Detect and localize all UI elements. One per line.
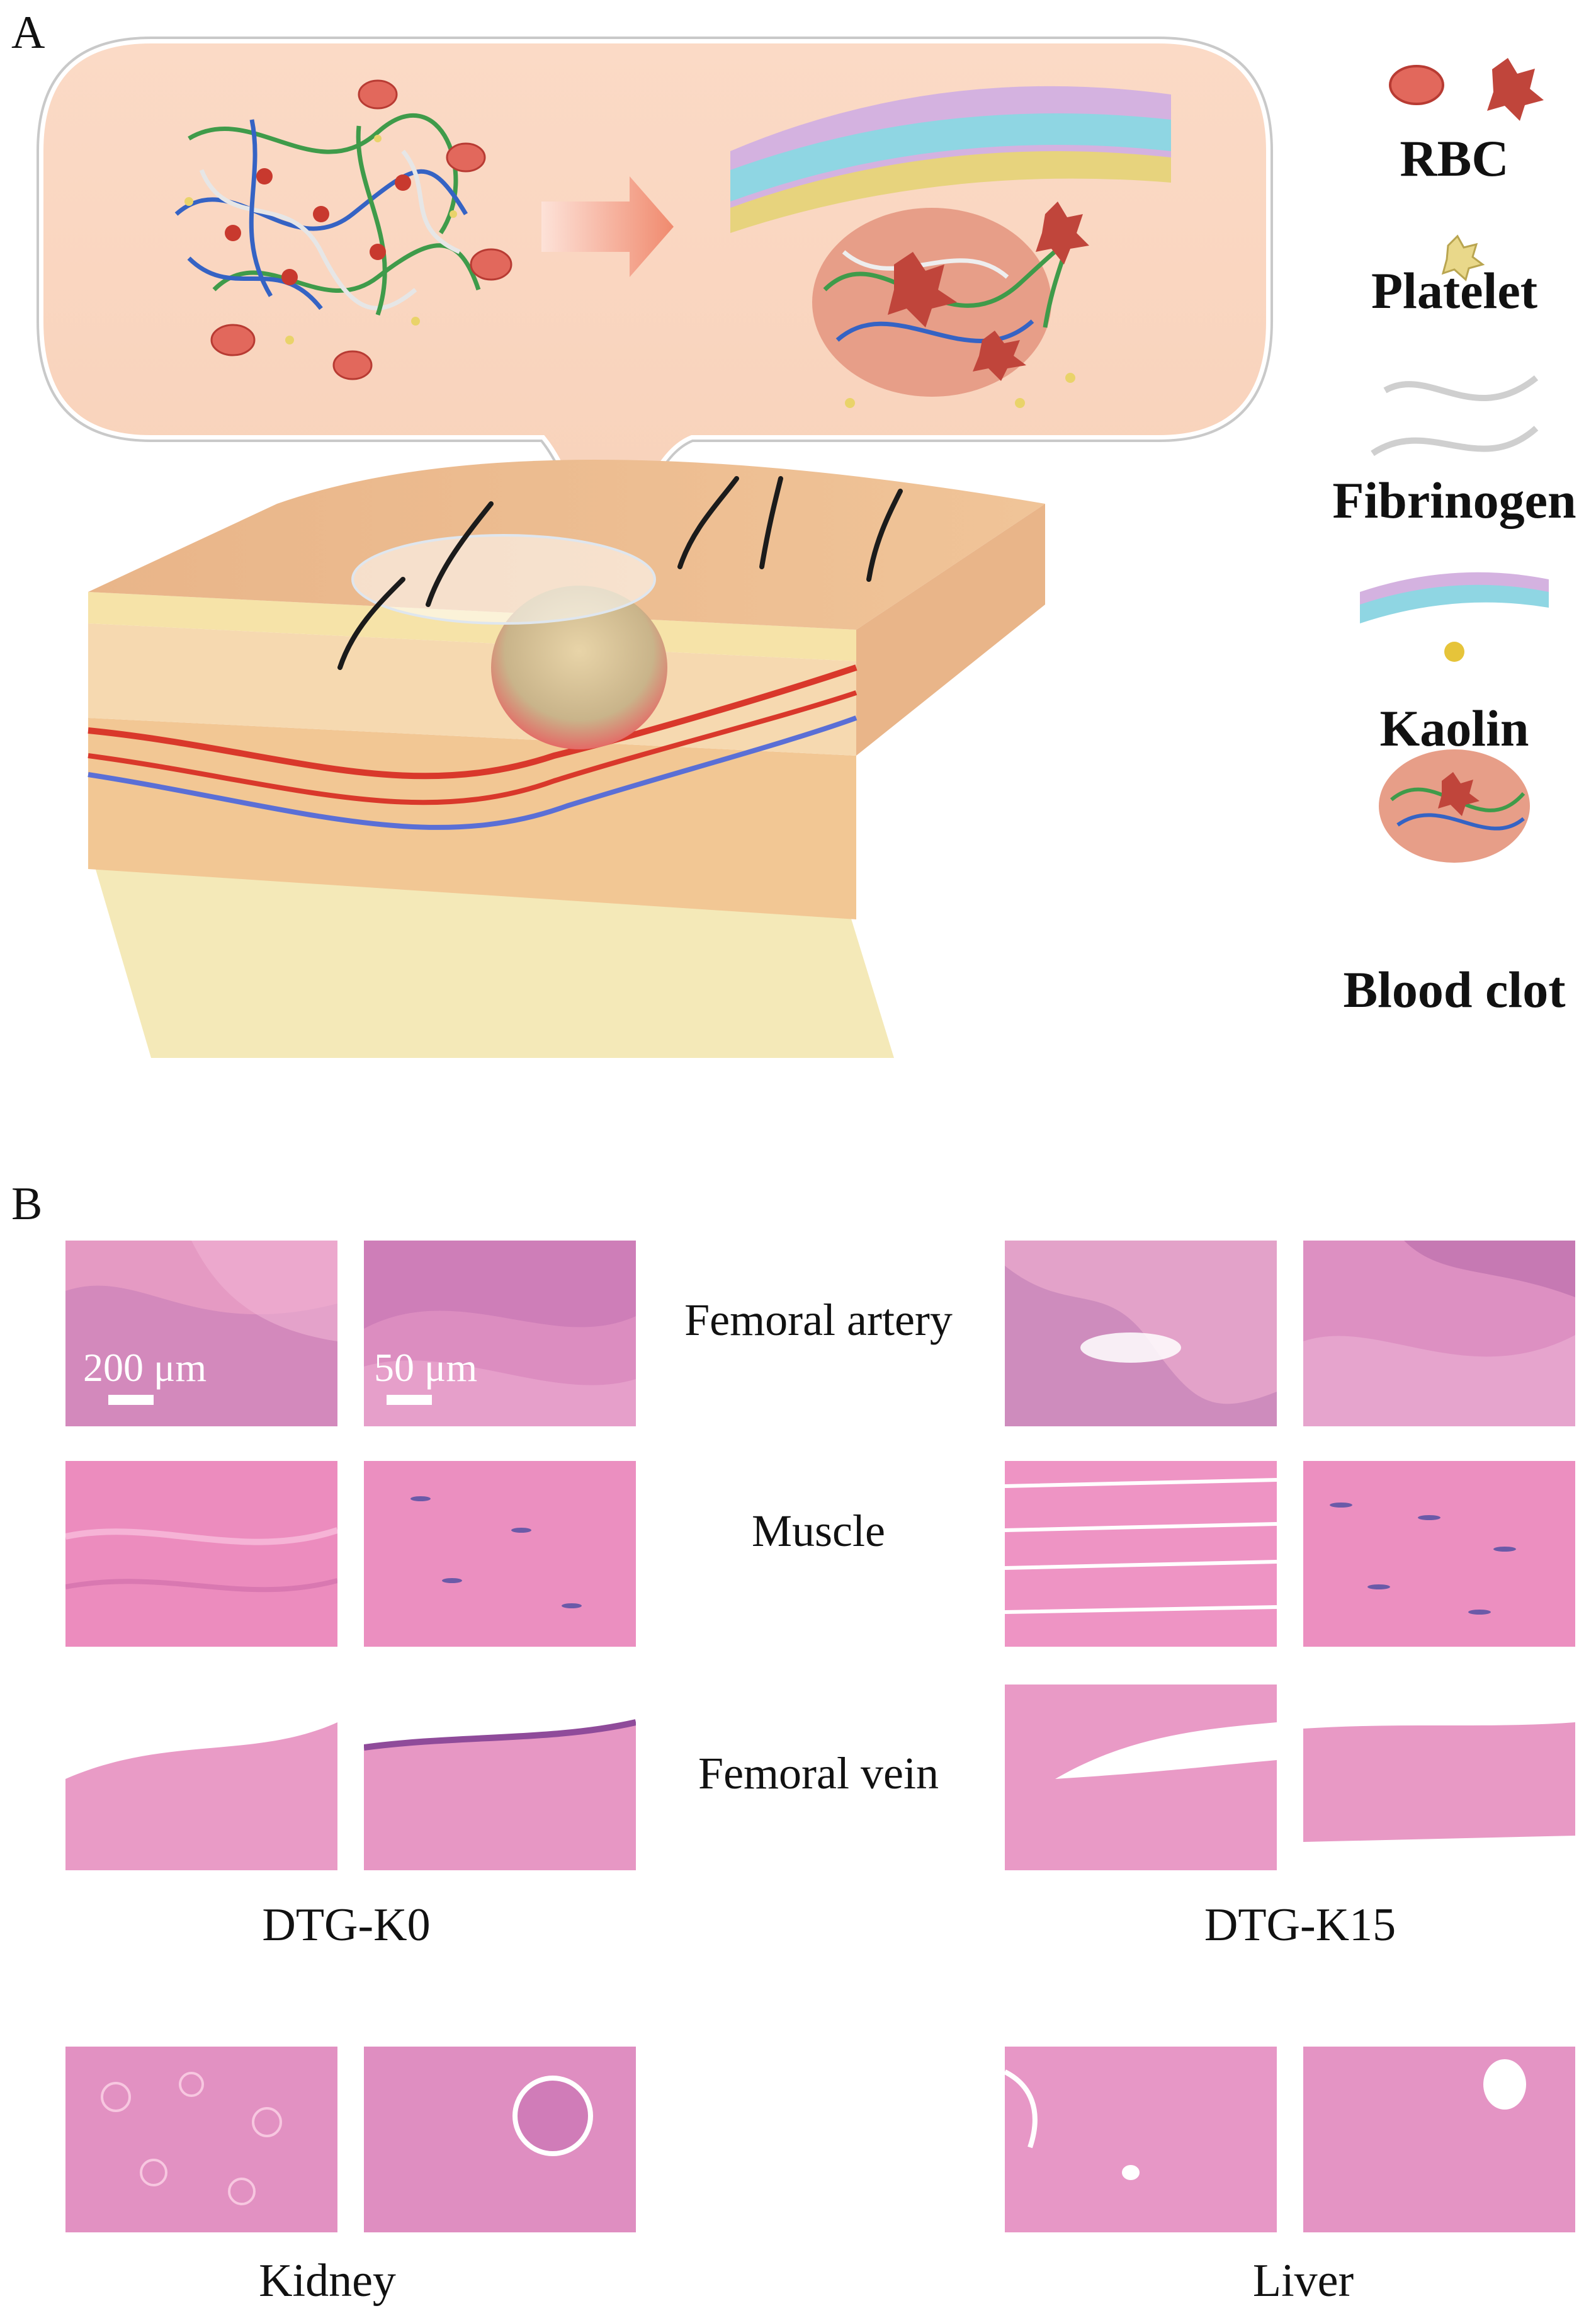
legend-platelet-label: Platelet bbox=[1371, 262, 1538, 319]
platelet-legend-icon bbox=[1441, 234, 1485, 281]
row-label-femoral-artery: Femoral artery bbox=[684, 1295, 953, 1345]
schematic-illustration bbox=[32, 32, 1277, 1058]
legend-blood-clot-label: Blood clot bbox=[1343, 961, 1566, 1018]
micrograph-k0-muscle-low bbox=[65, 1461, 337, 1647]
micrograph-k0-artery-high: 50 μm bbox=[364, 1241, 636, 1426]
micrograph-k0-muscle-high bbox=[364, 1461, 636, 1647]
legend-icons bbox=[1360, 58, 1549, 863]
group-label-dtg-k15: DTG-K15 bbox=[1204, 1899, 1396, 1951]
kaolin-layer bbox=[730, 86, 1171, 233]
micrograph-k15-muscle-high bbox=[1303, 1461, 1575, 1647]
rbc-discs bbox=[210, 79, 512, 380]
micrograph-kidney-high bbox=[364, 2047, 636, 2232]
rbc-legend-icon bbox=[1389, 58, 1544, 121]
micrograph-k15-artery-high bbox=[1303, 1241, 1575, 1426]
organ-label-liver: Liver bbox=[1252, 2255, 1354, 2307]
wound-clot bbox=[491, 586, 667, 749]
scale-bar-50um bbox=[387, 1395, 432, 1405]
aggregated-clot bbox=[812, 202, 1089, 408]
micrograph-k0-vein-high bbox=[364, 1685, 636, 1870]
micrograph-kidney-low bbox=[65, 2047, 337, 2232]
scale-label-50um: 50 μm bbox=[374, 1345, 478, 1390]
micrograph-k15-vein-high bbox=[1303, 1685, 1575, 1870]
panel-b-letter: B bbox=[11, 1178, 43, 1230]
micrograph-liver-low bbox=[1005, 2047, 1277, 2232]
loose-fibrin-network bbox=[174, 113, 481, 316]
scale-bar-200um bbox=[108, 1395, 154, 1405]
group-label-dtg-k0: DTG-K0 bbox=[262, 1899, 431, 1951]
skin-tissue-block bbox=[88, 460, 1045, 1058]
scale-label-200um: 200 μm bbox=[83, 1345, 207, 1390]
legend-fibrinogen-label: Fibrinogen bbox=[1332, 472, 1576, 529]
row-label-muscle: Muscle bbox=[752, 1506, 885, 1556]
panel-a-letter: A bbox=[11, 7, 45, 59]
micrograph-k0-vein-low bbox=[65, 1685, 337, 1870]
micrograph-k0-artery-low: 200 μm bbox=[65, 1241, 337, 1426]
kaolin-legend-icon bbox=[1360, 572, 1549, 662]
blood-clot-legend-icon bbox=[1379, 749, 1530, 863]
organ-label-kidney: Kidney bbox=[259, 2255, 396, 2307]
legend-rbc-label: RBC bbox=[1400, 130, 1509, 187]
row-label-femoral-vein: Femoral vein bbox=[698, 1748, 939, 1798]
micrograph-k15-artery-low bbox=[1005, 1241, 1277, 1426]
hydrogel-patch bbox=[351, 534, 656, 625]
fibrinogen-legend-icon bbox=[1371, 375, 1539, 457]
micrograph-k15-muscle-low bbox=[1005, 1461, 1277, 1647]
legend-kaolin-label: Kaolin bbox=[1379, 700, 1529, 757]
micrograph-liver-high bbox=[1303, 2047, 1575, 2232]
micrograph-k15-vein-low bbox=[1005, 1685, 1277, 1870]
process-arrow bbox=[541, 176, 674, 277]
